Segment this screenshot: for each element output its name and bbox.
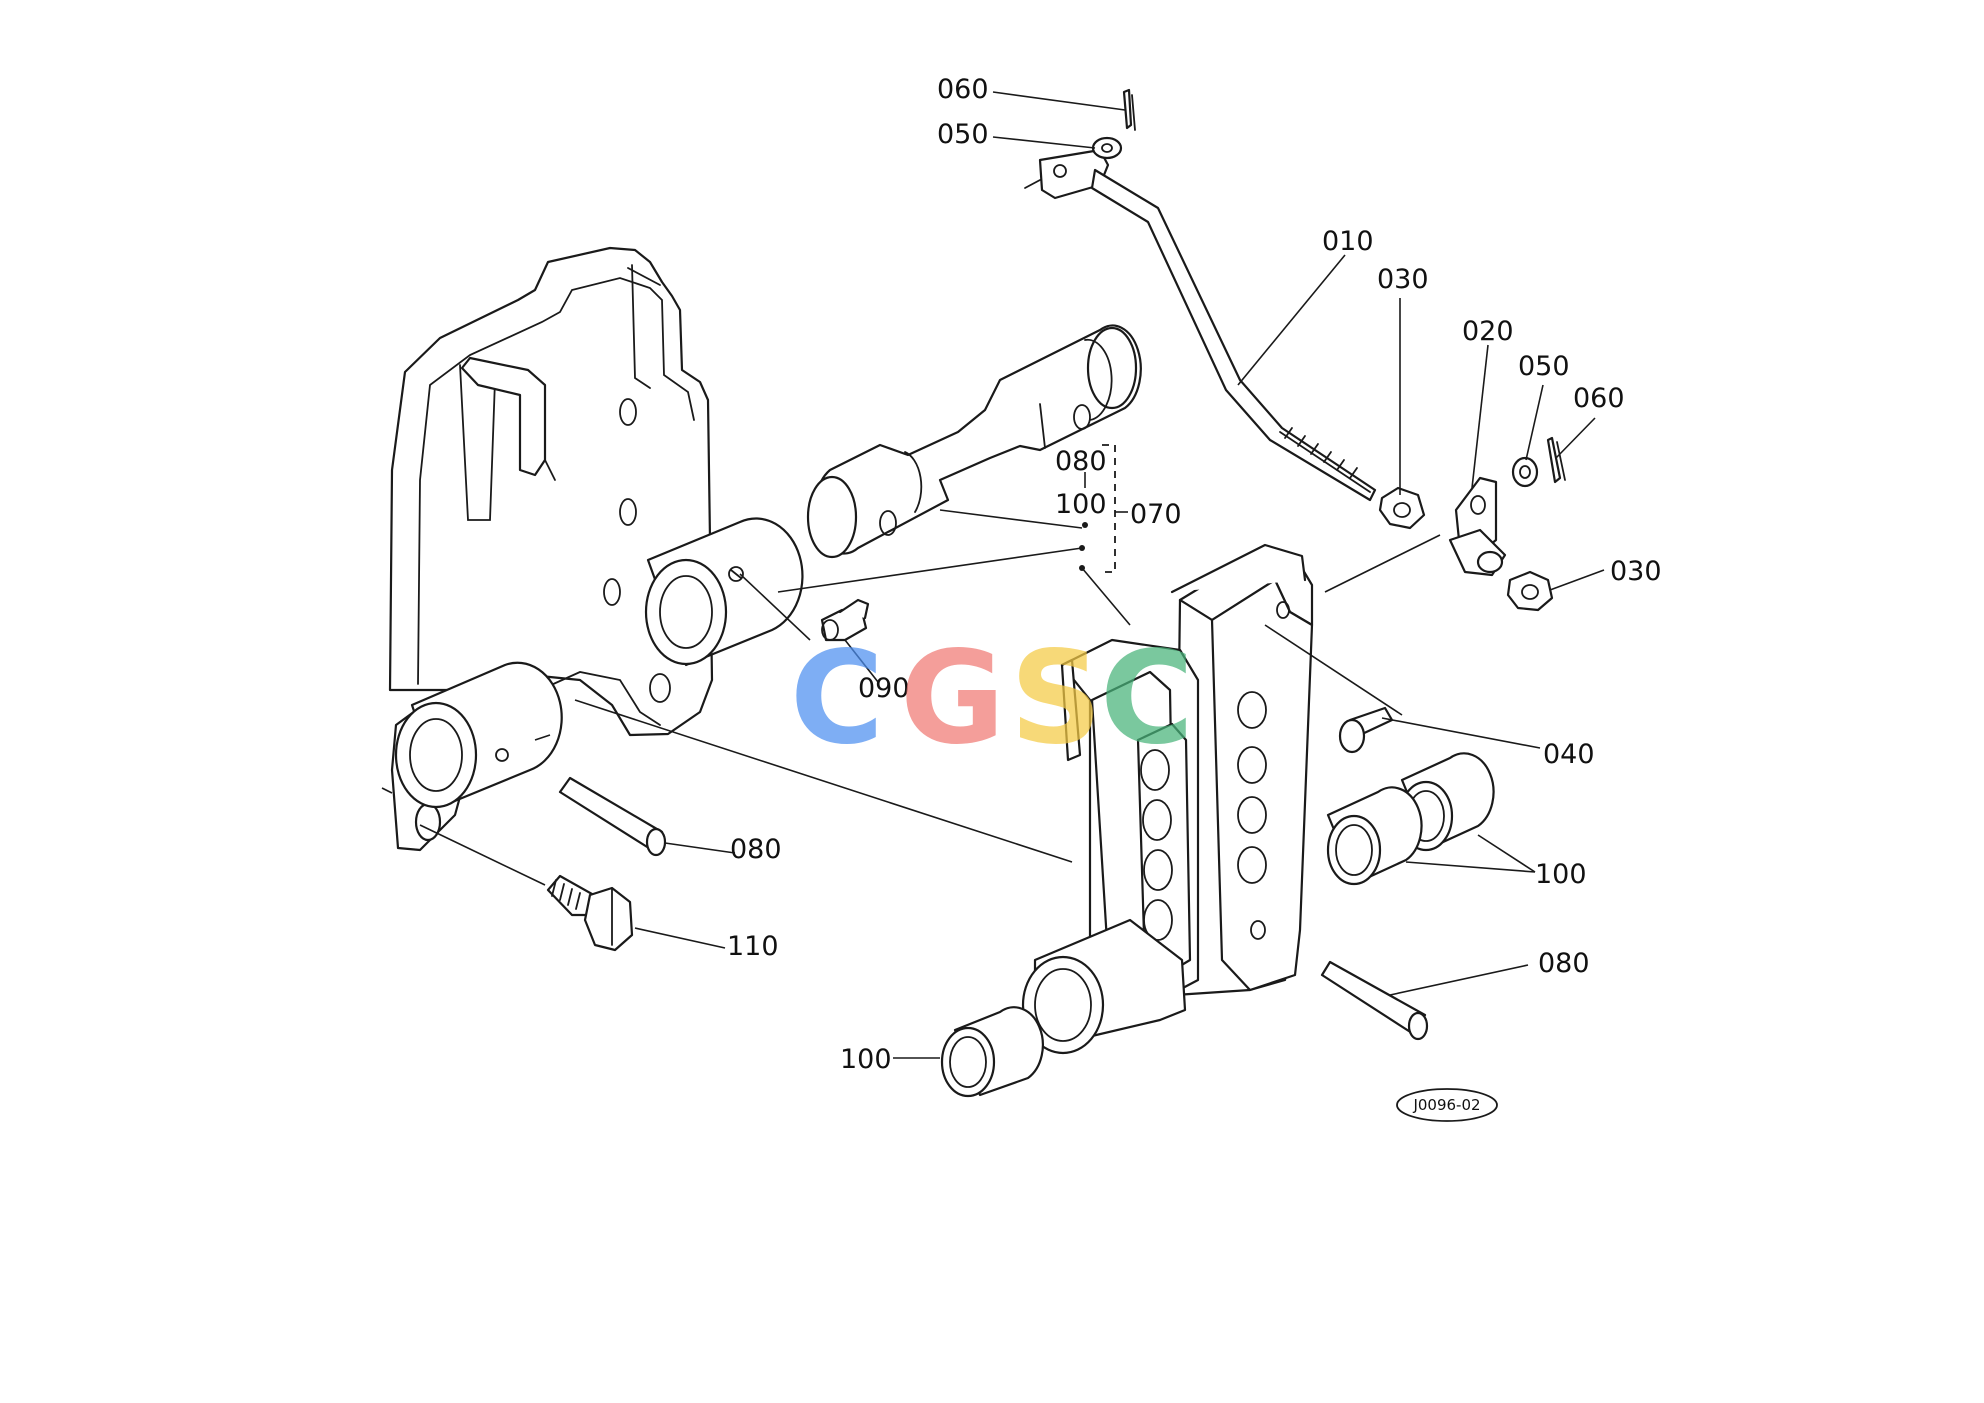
washer-top [1091,136,1123,160]
callout-080-right: 080 [1538,948,1590,979]
callout-030-upper: 030 [1377,264,1429,295]
bushing-bottom [940,1006,1044,1098]
callout-labels: 060 050 010 030 020 050 060 080 100 070 … [727,74,1662,1075]
callout-060-top: 060 [937,74,989,105]
watermark-letter-c2: C [1100,624,1194,773]
callout-080-left: 080 [730,834,782,865]
callout-110: 110 [727,931,779,962]
leader-lines [381,91,1605,1059]
drawing-reference-text: J0096-02 [1412,1096,1480,1114]
callout-050-top: 050 [937,119,989,150]
watermark: C G S C [790,624,1194,773]
bolt [546,874,634,952]
watermark-letter-c1: C [790,624,884,773]
callout-100-group: 100 [1055,489,1107,520]
callout-100-bottom: 100 [840,1044,892,1075]
washer-right [1511,456,1539,488]
callout-080-group: 080 [1055,446,1107,477]
callout-060-right: 060 [1573,383,1625,414]
callout-090: 090 [858,673,910,704]
nut-lower [1506,570,1554,612]
callout-100-right: 100 [1535,859,1587,890]
hitch-bracket [1021,543,1314,1055]
cross-shaft [806,324,1142,559]
cotter-pin-right [1546,436,1566,484]
cotter-pin-top [1122,88,1136,131]
callout-020: 020 [1462,316,1514,347]
nut-rod [1378,486,1426,530]
grease-fitting [820,598,870,642]
clevis-pin [1338,706,1394,754]
watermark-letter-s: S [1010,624,1102,773]
bushing-right-lower [1326,786,1423,886]
lower-boss [394,661,563,809]
callout-050-right: 050 [1518,351,1570,382]
upper-boss [644,517,804,667]
drawing-reference: J0096-02 [1396,1088,1498,1122]
pin-right [1320,960,1429,1041]
callout-010: 010 [1322,226,1374,257]
callout-070: 070 [1130,499,1182,530]
watermark-letter-g: G [900,624,1005,773]
callout-030-lower: 030 [1610,556,1662,587]
pin-left [558,776,667,857]
clevis-link [1448,476,1507,577]
callout-040: 040 [1543,739,1595,770]
control-rod [1024,148,1377,502]
